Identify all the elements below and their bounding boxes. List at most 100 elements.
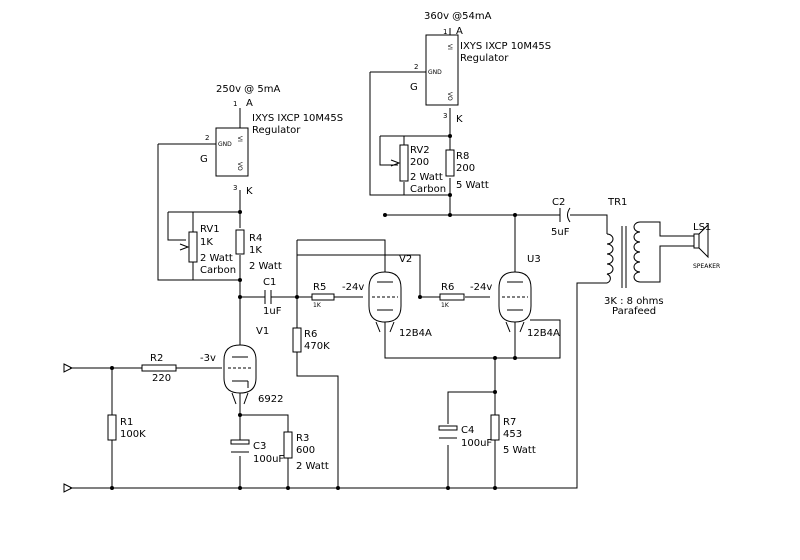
rv1-value: 1K	[200, 237, 213, 248]
r8-value: 200	[456, 163, 475, 174]
r6a-value: 1K	[441, 302, 450, 309]
r4-ref: R4	[249, 233, 262, 244]
potentiometer-rv1: RV1 1K 2 Watt Carbon	[179, 224, 236, 276]
c2-ref: C2	[552, 197, 565, 208]
r8-ref: R8	[456, 151, 469, 162]
v1-bias: -3v	[200, 353, 216, 364]
reg1-supply: 250v @ 5mA	[216, 84, 280, 95]
u3-ref: U3	[527, 254, 541, 265]
ground-terminal	[63, 483, 74, 493]
reg2-pin3: 3	[443, 112, 447, 120]
r5-bias: -24v	[342, 282, 364, 293]
r6b-value: 470K	[304, 341, 330, 352]
v2-ref: V2	[399, 254, 412, 265]
r4-rating: 2 Watt	[249, 261, 282, 272]
rv2-ref: RV2	[410, 145, 430, 156]
reg1-vo: VO	[236, 162, 243, 171]
r3-value: 600	[296, 445, 315, 456]
tr1-ref: TR1	[607, 197, 627, 208]
resistor-r5: R5 1K -24v	[311, 282, 364, 309]
input-terminal	[63, 363, 74, 373]
resistor-r6-grid: R6 1K -24v	[439, 282, 492, 309]
reg2-supply: 360v @54mA	[424, 11, 492, 22]
capacitor-c4: C4 100uF	[438, 425, 492, 449]
resistor-r4: R4 1K 2 Watt	[235, 229, 282, 272]
speaker-ls1: LS1 SPEAKER	[693, 222, 720, 270]
r7-rating: 5 Watt	[503, 445, 536, 456]
r2-value: 220	[152, 373, 171, 384]
r6a-bias: -24v	[470, 282, 492, 293]
rv2-type: Carbon	[410, 184, 446, 195]
junction-dots	[110, 134, 517, 490]
reg2-anode-label: A	[456, 26, 463, 37]
rv1-type: Carbon	[200, 265, 236, 276]
reg2-role: Regulator	[460, 53, 509, 64]
reg1-pin2: 2	[205, 134, 209, 142]
r6a-ref: R6	[441, 282, 454, 293]
r7-ref: R7	[503, 417, 516, 428]
reg1-pin1: 1	[233, 100, 237, 108]
tube-u3: U3 12B4A	[498, 254, 560, 339]
reg1-gnd-pin: GND	[218, 141, 232, 148]
reg2-g-label: G	[410, 82, 418, 93]
resistor-r3: R3 600 2 Watt	[283, 431, 329, 472]
reg1-k-label: K	[246, 186, 253, 197]
reg1-vi: VI	[236, 136, 243, 142]
c4-ref: C4	[461, 425, 474, 436]
reg1-part: IXYS IXCP 10M45S	[252, 113, 343, 124]
regulator-1: 250v @ 5mA 1 A 2 GND G VI VO 3 K IXYS IX…	[200, 84, 343, 197]
u3-tube: 12B4A	[527, 328, 560, 339]
resistor-r2: R2 220	[141, 353, 177, 384]
resistor-r1: R1 100K	[107, 414, 146, 441]
reg1-role: Regulator	[252, 125, 301, 136]
rv1-ref: RV1	[200, 224, 220, 235]
reg1-pin3: 3	[233, 184, 237, 192]
potentiometer-rv2: RV2 200 2 Watt Carbon	[390, 144, 446, 195]
r5-ref: R5	[313, 282, 326, 293]
v1-tube: 6922	[258, 394, 283, 405]
tr1-type: Parafeed	[612, 306, 656, 317]
tr1-ratio: 3K : 8 ohms	[604, 296, 664, 307]
c3-value: 100uF	[253, 454, 284, 465]
ls1-ref: LS1	[693, 222, 711, 233]
r7-value: 453	[503, 429, 522, 440]
v2-tube: 12B4A	[399, 328, 432, 339]
rv1-rating: 2 Watt	[200, 253, 233, 264]
r2-ref: R2	[150, 353, 163, 364]
resistor-r8: R8 200 5 Watt	[445, 149, 489, 191]
r6b-ref: R6	[304, 329, 317, 340]
tube-v2: V2 12B4A	[368, 254, 432, 339]
c3-ref: C3	[253, 441, 266, 452]
c4-value: 100uF	[461, 438, 492, 449]
r4-value: 1K	[249, 245, 262, 256]
capacitor-c1: C1 1uF	[263, 277, 282, 317]
reg2-pin1: 1	[443, 28, 447, 36]
reg1-g-label: G	[200, 154, 208, 165]
regulator-2: 360v @54mA 1 A 2 GND G VI VO 3 K IXYS IX…	[410, 11, 551, 125]
reg2-k-label: K	[456, 114, 463, 125]
tube-v1: V1 -3v 6922	[200, 326, 283, 405]
r8-rating: 5 Watt	[456, 180, 489, 191]
v1-ref: V1	[256, 326, 269, 337]
reg2-gnd-pin: GND	[428, 69, 442, 76]
resistor-r7: R7 453 5 Watt	[490, 414, 536, 456]
reg2-vi: VI	[446, 44, 453, 50]
r3-ref: R3	[296, 433, 309, 444]
c1-ref: C1	[263, 277, 276, 288]
reg2-part: IXYS IXCP 10M45S	[460, 41, 551, 52]
r1-value: 100K	[120, 429, 146, 440]
c2-value: 5uF	[551, 227, 570, 238]
rv2-value: 200	[410, 157, 429, 168]
rv2-rating: 2 Watt	[410, 172, 443, 183]
capacitor-c2: C2 5uF	[551, 197, 571, 238]
transformer-tr1: TR1 3K : 8 ohms Parafeed	[604, 197, 664, 317]
capacitor-c3: C3 100uF	[230, 439, 284, 465]
c1-value: 1uF	[263, 306, 282, 317]
resistor-r6-load: R6 470K	[292, 327, 330, 353]
r3-rating: 2 Watt	[296, 461, 329, 472]
reg1-anode-label: A	[246, 98, 253, 109]
r1-ref: R1	[120, 417, 133, 428]
reg2-vo: VO	[446, 92, 453, 101]
reg2-pin2: 2	[414, 63, 418, 71]
